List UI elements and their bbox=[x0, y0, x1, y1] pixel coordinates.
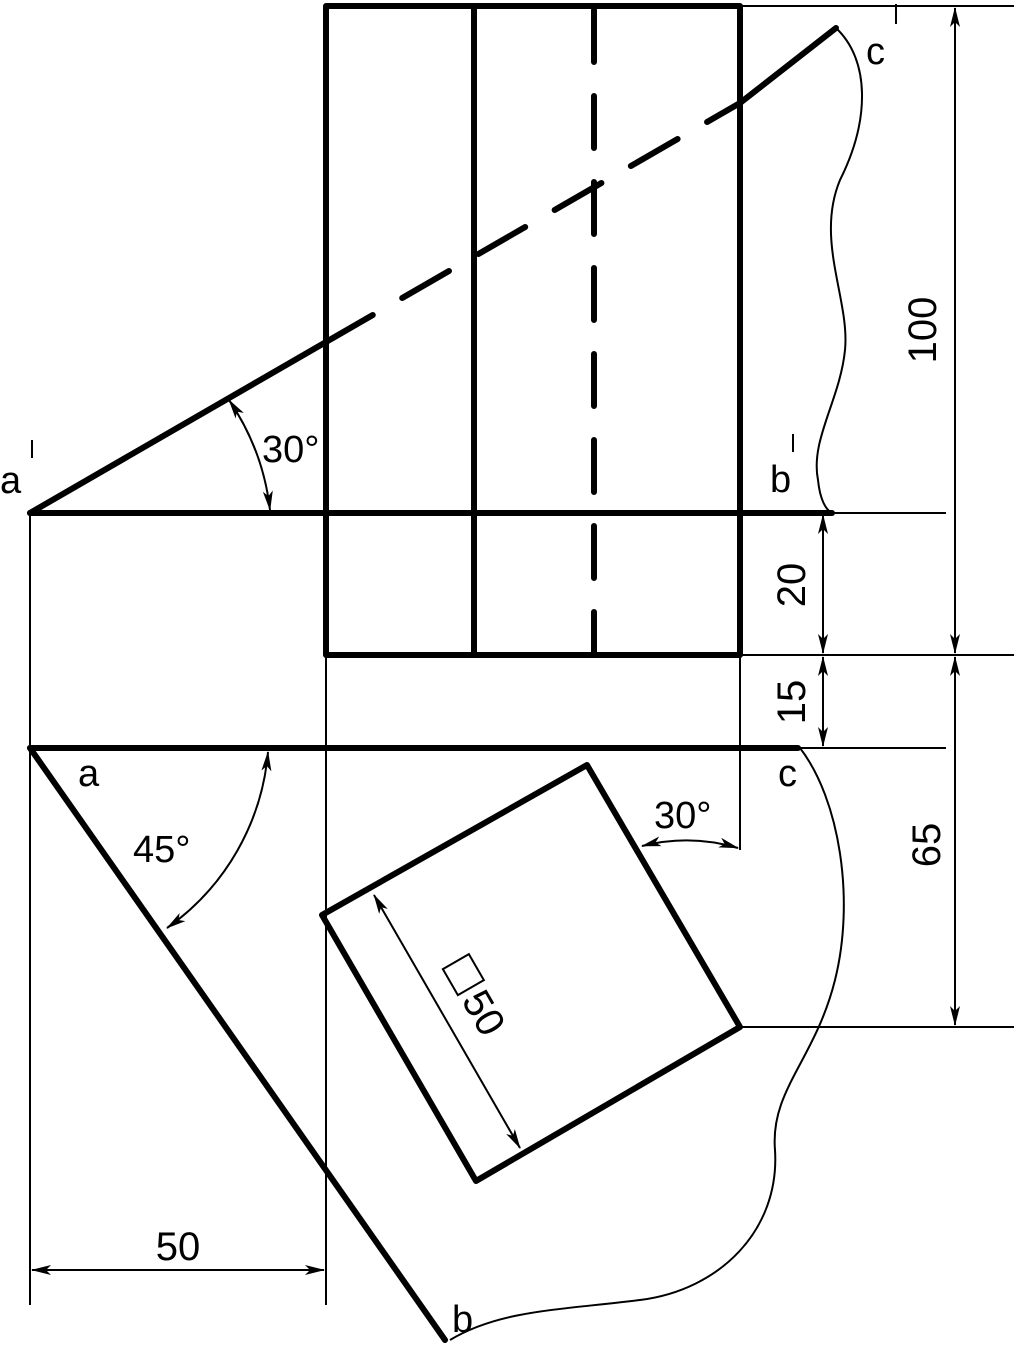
break-line-top bbox=[449, 747, 845, 1341]
point-labels: a b c a b c bbox=[0, 4, 897, 1341]
line-prism-c-prime bbox=[737, 25, 839, 106]
dim-50-text: 50 bbox=[156, 1225, 201, 1269]
square-symbol-icon bbox=[441, 952, 486, 997]
angle-arc-45 bbox=[166, 751, 272, 929]
label-b: b bbox=[452, 1299, 473, 1341]
angle-45-text: 45° bbox=[133, 829, 190, 871]
angle-arc-30-front bbox=[228, 399, 273, 511]
line-a-b bbox=[27, 745, 448, 1343]
front-view bbox=[27, 3, 863, 658]
dim-square-label: 50 bbox=[441, 952, 513, 1043]
break-line-front bbox=[815, 27, 863, 514]
dimensions: 100 20 15 65 50 50 bbox=[31, 7, 960, 1275]
dim-65-text: 65 bbox=[905, 823, 949, 868]
line-a-prime-prism bbox=[27, 339, 329, 516]
line-hidden-segment bbox=[323, 100, 743, 345]
dim-20-text: 20 bbox=[770, 563, 814, 608]
label-c: c bbox=[778, 753, 797, 795]
angles: 30° 45° 30° bbox=[133, 399, 739, 929]
label-c-prime: c bbox=[866, 31, 885, 73]
label-b-prime: b bbox=[770, 459, 791, 501]
dim-100-text: 100 bbox=[901, 297, 945, 364]
prism-front-outline bbox=[323, 3, 743, 658]
dim-15-text: 15 bbox=[770, 680, 814, 725]
extension-lines bbox=[29, 5, 1014, 1305]
angle-30-front-text: 30° bbox=[262, 429, 319, 471]
angle-30-square-text: 30° bbox=[654, 795, 711, 837]
dim-square-line bbox=[373, 894, 521, 1149]
angle-arc-30-square bbox=[641, 836, 739, 849]
label-a: a bbox=[78, 753, 100, 795]
label-a-prime: a bbox=[0, 460, 22, 502]
